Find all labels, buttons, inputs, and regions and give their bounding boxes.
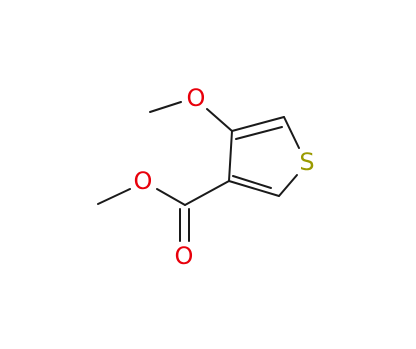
carbonyl-oxygen-label: O bbox=[175, 242, 194, 270]
bond-methyl-to-methoxy-oxygen bbox=[149, 101, 182, 113]
bond-ring-c3-c4 bbox=[228, 130, 233, 182]
methoxy-oxygen-label: O bbox=[187, 84, 206, 112]
bond-carbonyl-carbon-to-ester-oxygen bbox=[156, 188, 186, 206]
bond-ring-c2-c3 bbox=[228, 180, 280, 197]
bond-ring-sulfur-c2 bbox=[278, 174, 298, 197]
bond-ester-oxygen-to-methyl bbox=[97, 188, 131, 205]
bond-ring-c2-c3-inner bbox=[232, 175, 272, 189]
bond-ring-to-carbonyl-carbon bbox=[184, 180, 230, 206]
ester-oxygen-label: O bbox=[134, 167, 153, 195]
bonds bbox=[97, 101, 300, 242]
bond-ring-c4-c5-inner bbox=[235, 126, 283, 140]
bond-ring-c4-c5 bbox=[231, 116, 285, 132]
sulfur-label: S bbox=[299, 148, 314, 176]
bond-methoxy-oxygen-to-ring bbox=[206, 108, 233, 132]
bond-ring-c5-sulfur bbox=[283, 116, 300, 149]
